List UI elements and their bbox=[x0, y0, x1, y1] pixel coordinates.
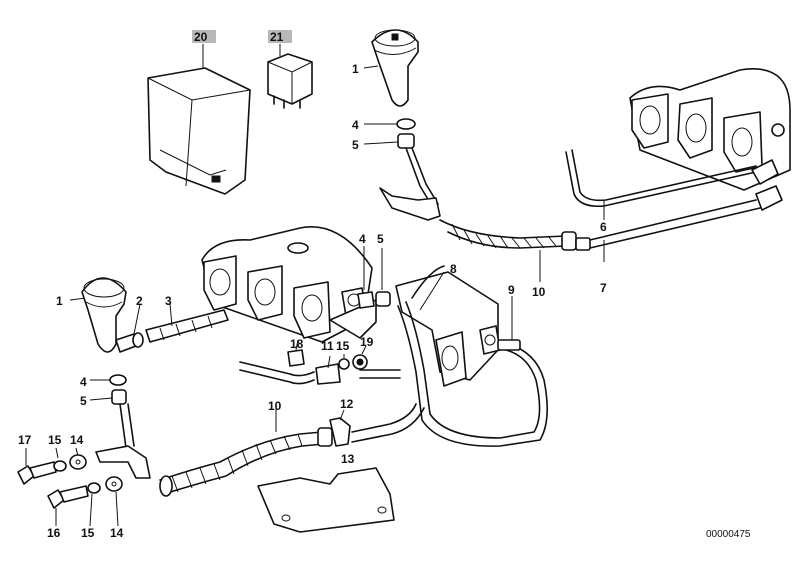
lower-valve-assembly bbox=[69, 277, 229, 479]
control-unit-20 bbox=[147, 30, 251, 195]
callout-6: 6 bbox=[600, 220, 607, 234]
callout-14-bottom: 14 bbox=[110, 526, 124, 540]
fittings-11-15-18-19 bbox=[239, 339, 401, 385]
callout-4-upper: 4 bbox=[352, 118, 359, 132]
fittings-4-5-center bbox=[357, 246, 391, 309]
callout-5-upper: 5 bbox=[352, 138, 359, 152]
diagram-reference-code: 00000475 bbox=[706, 529, 751, 540]
upper-valve-assembly bbox=[363, 29, 441, 221]
intake-manifold-lower bbox=[201, 226, 377, 343]
callout-15-center: 15 bbox=[336, 339, 350, 353]
callout-labels: 20 21 1 4 5 6 7 10 4 5 8 9 1 2 3 18 11 1… bbox=[18, 30, 751, 540]
callout-14-left: 14 bbox=[70, 433, 84, 447]
intake-manifold-upper bbox=[629, 68, 791, 191]
lines-6-7 bbox=[565, 149, 783, 262]
callout-15-left: 15 bbox=[48, 433, 62, 447]
callout-10-lower: 10 bbox=[268, 399, 282, 413]
bracket-13 bbox=[257, 467, 395, 533]
callout-9: 9 bbox=[508, 283, 515, 297]
callout-16: 16 bbox=[47, 526, 61, 540]
relay-21 bbox=[267, 30, 313, 109]
callout-3: 3 bbox=[165, 294, 172, 308]
callout-1-upper: 1 bbox=[352, 62, 359, 76]
callout-5-center: 5 bbox=[377, 232, 384, 246]
callout-18: 18 bbox=[290, 337, 304, 351]
callout-4-center: 4 bbox=[359, 232, 366, 246]
callout-7: 7 bbox=[600, 281, 607, 295]
callout-15-bottom: 15 bbox=[81, 526, 95, 540]
callout-17: 17 bbox=[18, 433, 32, 447]
hose-10-upper bbox=[439, 219, 577, 282]
hoses-8-9 bbox=[397, 265, 548, 447]
callout-4-lower: 4 bbox=[80, 375, 87, 389]
callout-2: 2 bbox=[136, 294, 143, 308]
bolts-washers bbox=[17, 447, 123, 527]
callout-5-lower: 5 bbox=[80, 394, 87, 408]
intake-manifold-right bbox=[395, 271, 501, 387]
hose-10-lower bbox=[159, 408, 333, 497]
callout-19: 19 bbox=[360, 335, 374, 349]
callout-20: 20 bbox=[194, 30, 208, 44]
callout-10-upper: 10 bbox=[532, 285, 546, 299]
callout-1-lower: 1 bbox=[56, 294, 63, 308]
callout-12: 12 bbox=[340, 397, 354, 411]
callout-11: 11 bbox=[321, 339, 334, 353]
callout-8: 8 bbox=[450, 262, 457, 276]
callout-21: 21 bbox=[270, 30, 284, 44]
callout-13: 13 bbox=[341, 452, 355, 466]
fitting-12 bbox=[329, 403, 425, 447]
